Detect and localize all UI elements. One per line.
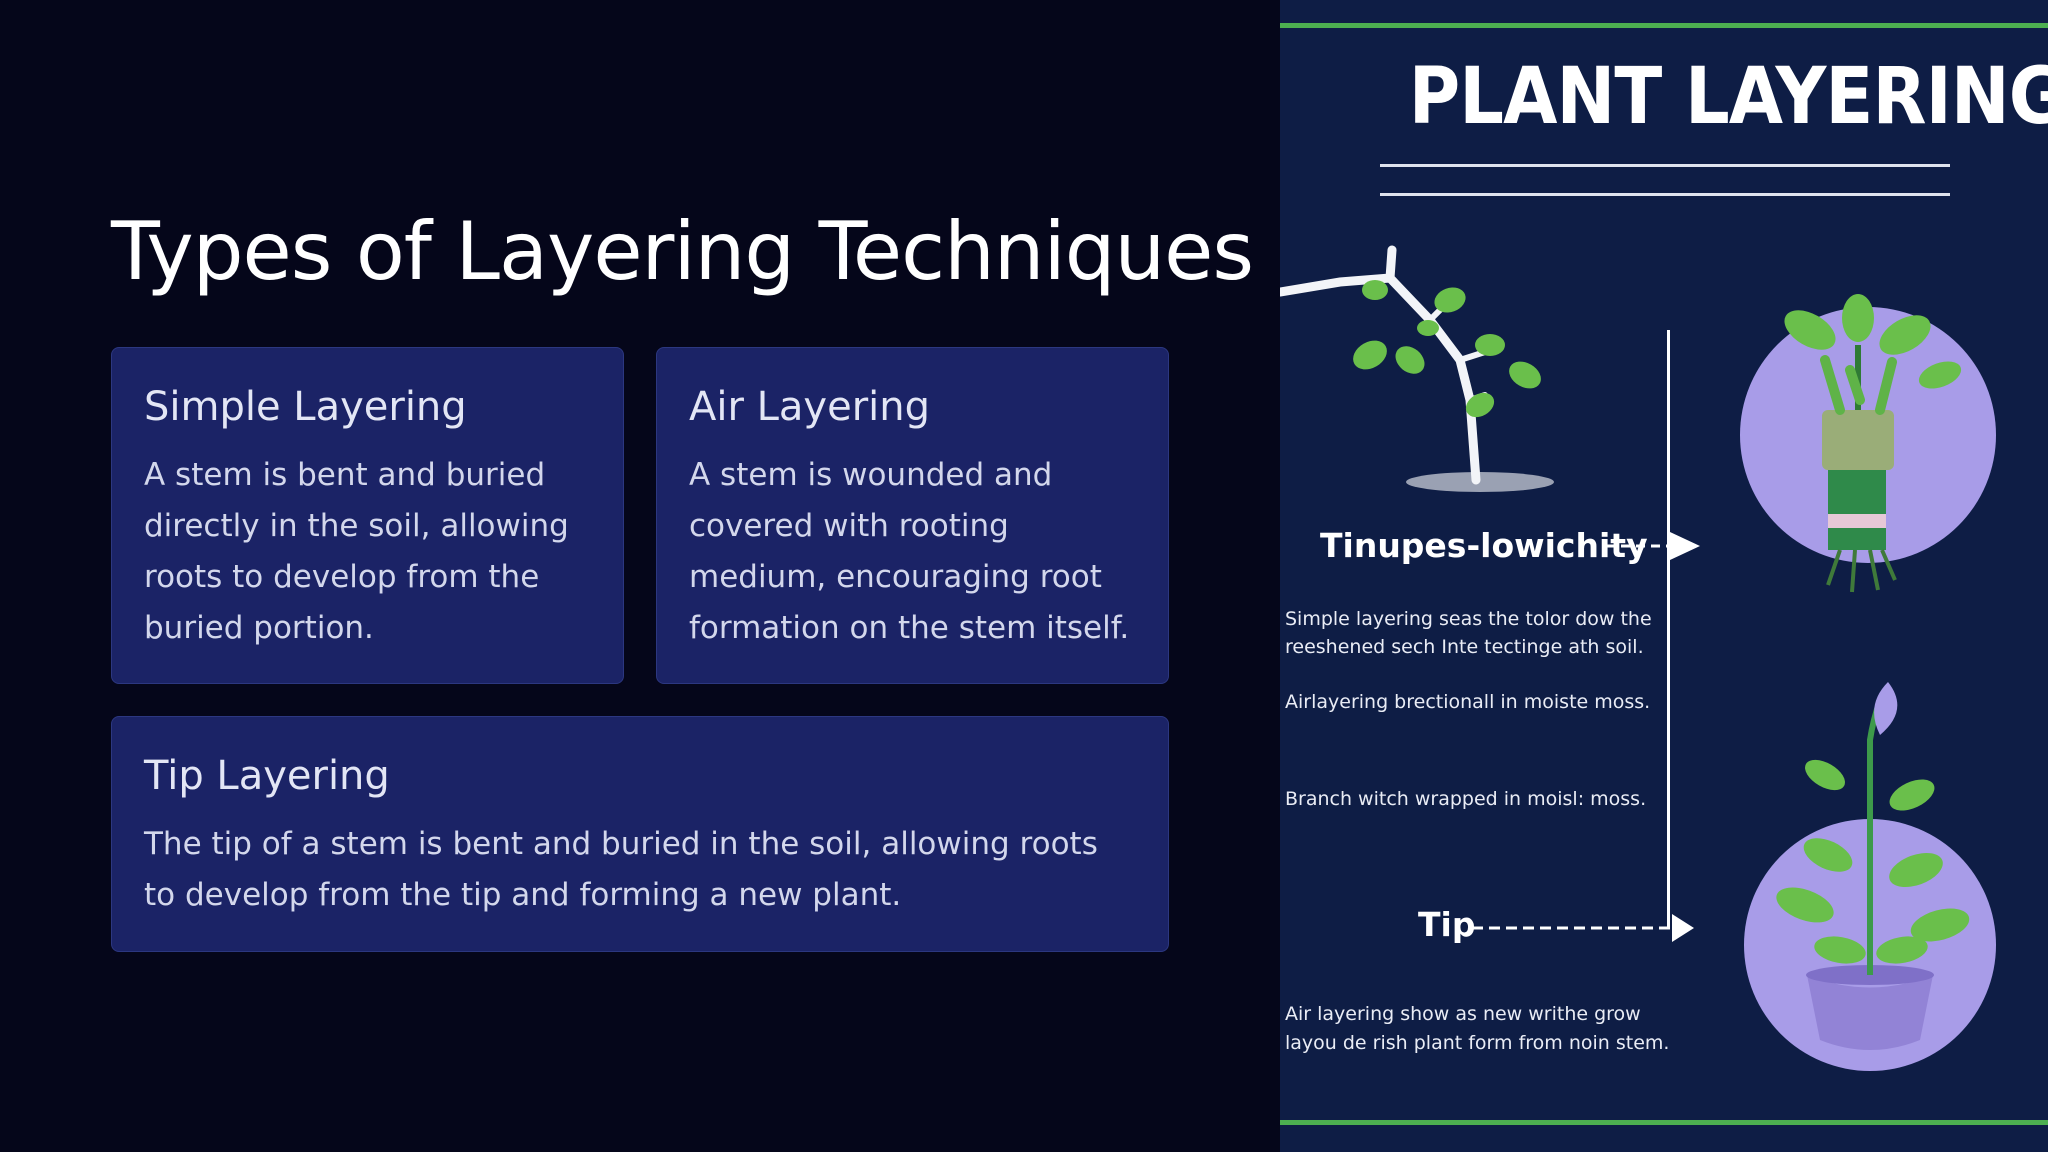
tip-layering-plant-icon xyxy=(1744,682,1996,1071)
title-underline-2 xyxy=(1380,193,1950,196)
slide-content: Types of Layering Techniques Simple Laye… xyxy=(111,205,1255,952)
infographic-note: Simple layering seas the tolor dow the xyxy=(1285,608,1652,630)
slide-title: Types of Layering Techniques xyxy=(111,205,1254,298)
infographic-label-tip: Tip xyxy=(1418,905,1476,944)
infographic-panel: PLANT LAYERING Tinupes-lowichity Tip Sim… xyxy=(1280,0,2048,1152)
infographic-note: layou de rish plant form from noin stem. xyxy=(1285,1032,1670,1054)
title-underline-1 xyxy=(1380,164,1950,167)
arrow-tip-icon xyxy=(1472,914,1694,942)
infographic-note: Air layering show as new writhe grow xyxy=(1285,1003,1641,1025)
card-simple-layering: Simple Layering A stem is bent and burie… xyxy=(111,347,624,684)
vertical-connector xyxy=(1667,330,1670,928)
card-heading: Tip Layering xyxy=(144,753,390,799)
bottom-border-line xyxy=(1280,1120,2048,1125)
infographic-illustration xyxy=(1280,23,2048,1125)
card-body: A stem is wounded and covered with rooti… xyxy=(689,457,1130,646)
air-layering-plant-icon xyxy=(1740,294,1996,593)
card-heading: Air Layering xyxy=(689,384,931,430)
branch-icon xyxy=(1280,245,1554,492)
card-heading: Simple Layering xyxy=(144,384,467,430)
infographic-note: Airlayering brectionall in moiste moss. xyxy=(1285,691,1651,713)
card-body: A stem is bent and buried directly in th… xyxy=(144,457,569,646)
arrow-top-icon xyxy=(1606,532,1700,560)
card-body: The tip of a stem is bent and buried in … xyxy=(144,826,1098,913)
infographic-note: Branch witch wrapped in moisl: moss. xyxy=(1285,788,1647,810)
infographic-label-top: Tinupes-lowichity xyxy=(1320,526,1648,565)
infographic-title: PLANT LAYERING xyxy=(1408,52,2048,142)
card-air-layering: Air Layering A stem is wounded and cover… xyxy=(656,347,1169,684)
card-tip-layering: Tip Layering The tip of a stem is bent a… xyxy=(111,716,1169,952)
top-border-line xyxy=(1280,23,2048,28)
infographic-note: reeshened sech Inte tectinge ath soil. xyxy=(1285,636,1644,658)
